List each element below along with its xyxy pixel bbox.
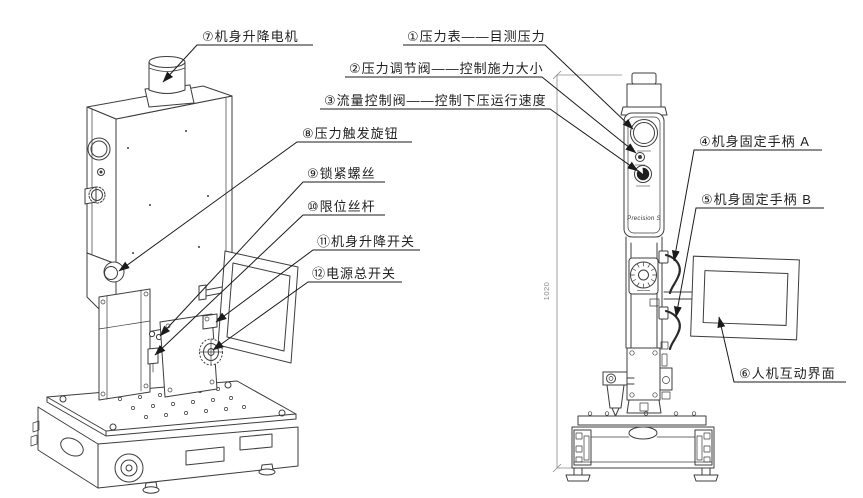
- callout-label-4: ④机身固定手柄 A: [699, 134, 810, 149]
- base-corner-bracket: [573, 429, 592, 466]
- callout-label-5: ⑤机身固定手柄 B: [701, 192, 812, 207]
- pressure-valve-iso: [97, 168, 105, 176]
- callout-label-12: ⑫电源总开关: [312, 266, 396, 281]
- limit-screw-rod: [147, 347, 159, 365]
- callout-9: ⑨锁紧螺丝: [159, 166, 385, 337]
- base-corner-bracket: [694, 429, 713, 466]
- locking-screw: [148, 330, 156, 338]
- callout-label-8: ⑧压力触发旋钮: [302, 126, 399, 141]
- panel-screws: [127, 130, 209, 254]
- lift-motor-iso: [144, 56, 195, 108]
- callout-label-6: ⑥人机互动界面: [739, 366, 836, 381]
- side-bracket: [659, 367, 673, 400]
- callouts: ⑦机身升降电机 ①压力表——目测压力 ②压力调节阀——控制施力大小 ③流量控制阀…: [118, 29, 846, 383]
- callout-12: ⑫电源总开关: [212, 266, 402, 351]
- callout-6: ⑥人机互动界面: [717, 316, 846, 383]
- pressure-gauge: [630, 119, 658, 152]
- callout-4: ④机身固定手柄 A: [671, 134, 822, 262]
- front-view: 1020: [542, 70, 800, 482]
- leveling-foot-front: [565, 467, 591, 482]
- callout-label-3: ③流量控制阀——控制下压运行速度: [324, 93, 547, 108]
- pressure-gauge-iso: [87, 137, 111, 161]
- flow-valve-knob-iso: [84, 186, 106, 205]
- callout-label-7: ⑦机身升降电机: [202, 29, 299, 44]
- callout-label-10: ⑩限位丝杆: [307, 199, 376, 214]
- callout-11: ⑪机身升降开关: [215, 234, 420, 323]
- callout-label-11: ⑪机身升降开关: [317, 234, 415, 249]
- pressure-regulating-valve: [635, 152, 645, 166]
- machine-base-iso: [30, 406, 299, 494]
- callout-7: ⑦机身升降电机: [162, 29, 313, 83]
- callout-10: ⑩限位丝杆: [154, 199, 385, 356]
- base-slot-handle: [239, 433, 273, 451]
- callout-5: ⑤机身固定手柄 B: [673, 192, 824, 318]
- welding-stack-iso: [98, 288, 163, 401]
- lower-plate-front: [626, 298, 669, 414]
- callout-label-9: ⑨锁紧螺丝: [307, 166, 376, 181]
- callout-2: ②压力调节阀——控制施力大小: [345, 61, 637, 154]
- machine-base-front: [565, 426, 719, 482]
- callout-label-1: ①压力表——目测压力: [407, 29, 546, 44]
- hmi-screen-display: [702, 270, 789, 326]
- base-slot-handle: [185, 446, 225, 466]
- machine-column-iso: [84, 85, 233, 339]
- hmi-screen: [690, 255, 800, 341]
- work-table-front: [577, 411, 707, 426]
- callout-3: ③流量控制阀——控制下压运行速度: [320, 93, 639, 172]
- isometric-view: [30, 56, 299, 494]
- leveling-foot-front: [693, 467, 719, 482]
- lift-motor-front: [620, 72, 668, 116]
- lift-switch: [202, 313, 218, 330]
- air-filter-regulator: [602, 371, 635, 417]
- fixing-handle-b: [658, 306, 681, 351]
- base-connector: [114, 453, 144, 483]
- rotary-dial-front: [628, 257, 659, 295]
- base-port: [60, 437, 84, 457]
- callout-label-2: ②压力调节阀——控制施力大小: [349, 61, 544, 76]
- callout-1: ①压力表——目测压力: [403, 29, 634, 130]
- flow-control-valve: [634, 165, 652, 187]
- dimension-value: 1020: [542, 282, 551, 301]
- callout-8: ⑧压力触发旋钮: [118, 126, 412, 272]
- brand-logo: Precision S: [627, 216, 661, 222]
